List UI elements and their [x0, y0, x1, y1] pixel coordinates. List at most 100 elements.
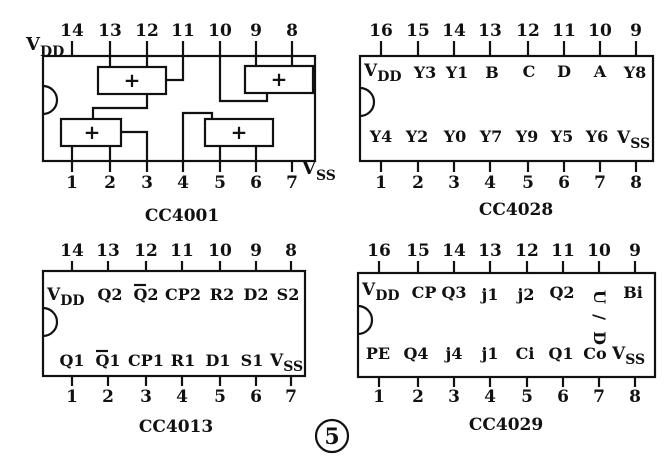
pin-number: 9 — [629, 241, 641, 261]
pin-label: D2 — [243, 285, 268, 304]
pin-number: 7 — [286, 173, 298, 193]
figure-number-badge: 5 — [314, 418, 350, 454]
pin-number: 9 — [250, 21, 262, 41]
pin-number: 12 — [516, 21, 540, 41]
pin-label: B — [485, 63, 499, 82]
pin-number: 11 — [552, 21, 576, 41]
pin-number: 4 — [484, 387, 496, 407]
pin-number: 7 — [594, 173, 606, 193]
pin-number: 8 — [630, 173, 642, 193]
top-pin-leads — [70, 261, 293, 271]
pin-number: 5 — [522, 173, 534, 193]
pin-number: 2 — [102, 387, 114, 407]
pin-number: 13 — [98, 21, 122, 41]
chip-title: CC4013 — [139, 417, 213, 437]
pin-number: 3 — [448, 173, 460, 193]
pin-label: Y8 — [623, 63, 647, 82]
pin-number: 9 — [250, 241, 262, 261]
top-pin-leads — [379, 41, 638, 56]
pin-label: j1 — [480, 285, 499, 304]
top-pin-leads — [377, 261, 637, 273]
pin1-notch — [357, 304, 374, 336]
pin-label: R1 — [171, 351, 195, 370]
pin-number: 5 — [214, 173, 226, 193]
pin-label: C — [523, 62, 536, 81]
pin-label: Y2 — [405, 127, 429, 146]
pin-number: 8 — [286, 21, 298, 41]
svg-text:D: D — [590, 331, 609, 345]
chip-body — [358, 54, 655, 163]
pin-label: Y6 — [585, 127, 609, 146]
pin-number: 12 — [134, 241, 158, 261]
pin-label: D — [557, 62, 571, 81]
pin-label: j4 — [444, 344, 463, 363]
pin-number: 5 — [214, 387, 226, 407]
pin-number: 10 — [588, 21, 612, 41]
or-gate-symbol: + — [124, 68, 141, 92]
pin-number: 11 — [551, 241, 575, 261]
pin1-notch — [42, 84, 59, 116]
chip-cc4013: 14 13 12 11 10 9 8 VDD Q2 Q2 CP2 R2 D2 S… — [41, 241, 307, 437]
pin-number: 7 — [593, 387, 605, 407]
pin-number: 14 — [60, 241, 84, 261]
pin-number: 6 — [250, 387, 262, 407]
pin-number: 15 — [406, 241, 430, 261]
chip-cc4001: 14 13 12 11 10 9 8 VDD — [25, 21, 336, 226]
chip-cc4028: 16 15 14 13 12 11 10 9 VDD Y3 Y1 B C D A… — [358, 21, 655, 220]
pin-number: 2 — [412, 173, 424, 193]
or-gate-symbol: + — [84, 120, 101, 144]
pin-label: Q1 — [95, 351, 120, 370]
pin-number: 14 — [60, 21, 84, 41]
pin-number: 13 — [478, 21, 502, 41]
pin-label: CP1 — [128, 351, 164, 370]
bottom-pin-leads — [379, 161, 638, 172]
pin-label: Y1 — [445, 63, 469, 82]
pin-number: 11 — [171, 21, 195, 41]
vss-label: VSS — [301, 158, 336, 184]
pin-label: j1 — [480, 344, 499, 363]
pin-label: D1 — [205, 351, 230, 370]
pin-label: A — [593, 62, 607, 81]
pin-number: 11 — [170, 241, 194, 261]
pin-number: 16 — [367, 241, 391, 261]
vss-label: VSS — [616, 128, 650, 152]
pin-number: 12 — [515, 241, 539, 261]
pin-number: 14 — [442, 21, 466, 41]
pin-number: 5 — [521, 387, 533, 407]
pin-number: 16 — [369, 21, 393, 41]
pin-number: 1 — [66, 173, 78, 193]
pin-number: 10 — [208, 241, 232, 261]
pin-label: Y4 — [369, 127, 393, 146]
pin-number: 4 — [176, 387, 188, 407]
pin-number: 2 — [104, 173, 116, 193]
pin-number: 6 — [558, 173, 570, 193]
figure-number: 5 — [324, 424, 339, 450]
bottom-pin-leads — [70, 376, 293, 386]
pin-label: Y5 — [550, 127, 574, 146]
pin-label: j2 — [516, 285, 535, 304]
pin-label: Q3 — [441, 283, 466, 302]
vdd-label: VDD — [25, 34, 64, 60]
pin-label: S2 — [277, 285, 300, 304]
pin-number: 2 — [412, 387, 424, 407]
pin-number: 13 — [96, 241, 120, 261]
chip-cc4029: 16 15 14 13 12 11 10 9 VDD CP Q3 j1 j2 Q… — [356, 241, 657, 435]
chip-body — [356, 271, 657, 379]
pin-number: 10 — [208, 21, 232, 41]
svg-text:U: U — [590, 290, 609, 304]
up-down-label: D — [590, 331, 609, 345]
pin-number: 8 — [285, 241, 297, 261]
pin-number: 1 — [373, 387, 385, 407]
pin-label: Y3 — [413, 63, 437, 82]
pin-label: CP — [412, 283, 437, 302]
pin-label: Q2 — [133, 285, 158, 304]
pin-number: 4 — [484, 173, 496, 193]
chip-title: CC4001 — [145, 206, 219, 226]
pin-number: 3 — [141, 173, 153, 193]
pin-label: Q2 — [97, 285, 122, 304]
vdd-label: VDD — [361, 280, 399, 304]
pin-number: 1 — [66, 387, 78, 407]
internal-wiring — [59, 56, 315, 161]
pin-label: Co — [583, 344, 607, 363]
up-down-label: U — [590, 290, 609, 304]
